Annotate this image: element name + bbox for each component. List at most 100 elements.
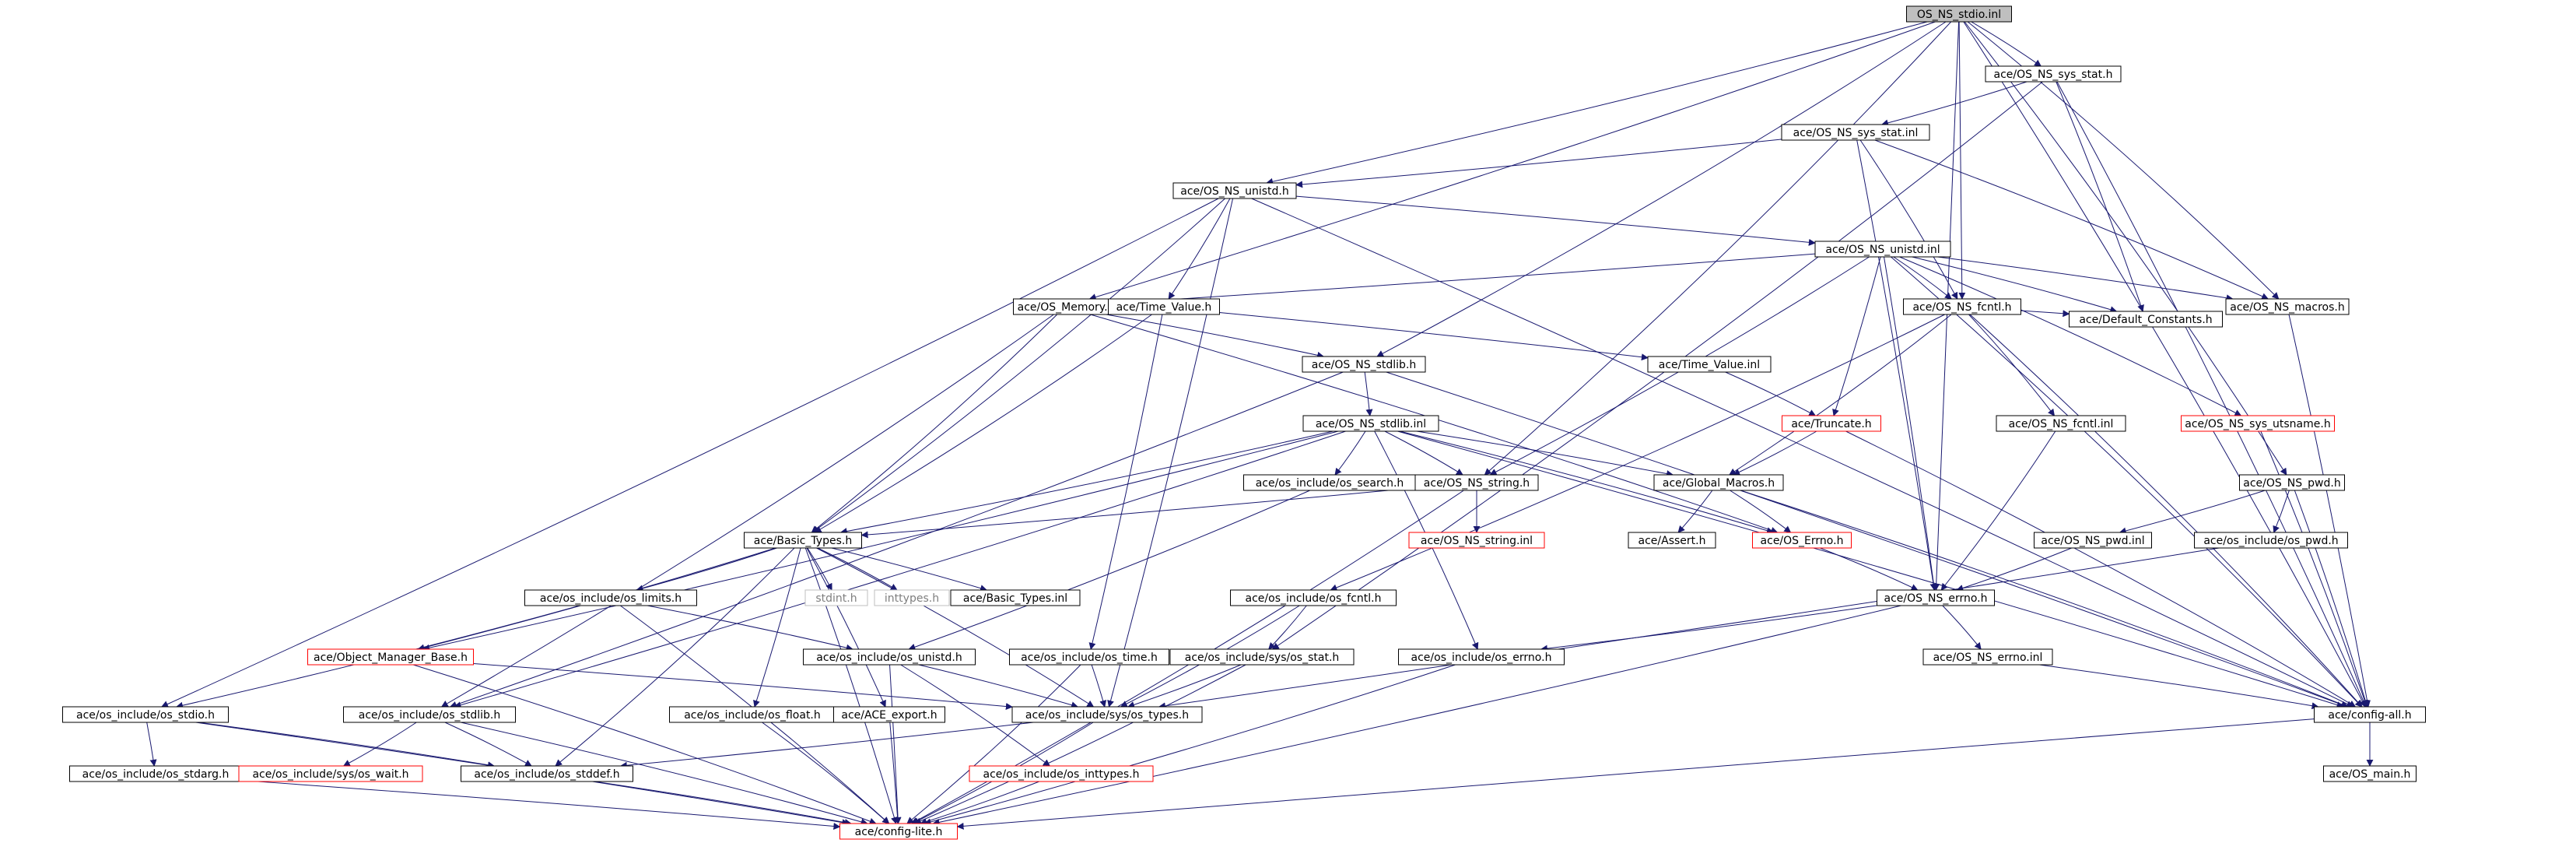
node-os-time-h[interactable]: ace/os_include/os_time.h [1009,648,1169,666]
node-label: stdint.h [815,592,857,605]
node-label: ace/OS_NS_errno.h [1884,592,1987,605]
node-config-all-h[interactable]: ace/config-all.h [2314,706,2426,723]
edge-stdlib-inl-to-global-macros-h [1416,430,1674,477]
node-box [874,589,950,606]
node-box [2181,415,2335,432]
edge-sys-utsname-h-to-config-all-h [2260,430,2368,708]
node-ns-errno-h[interactable]: ace/OS_NS_errno.h [1877,589,1995,606]
node-truncate-h[interactable]: ace/Truncate.h [1782,415,1881,432]
edge-root-to-fcntl-h [1958,21,1966,300]
node-stdlib-inl[interactable]: ace/OS_NS_stdlib.inl [1302,415,1439,432]
edge-ns-errno-h-to-ns-errno-inl [1942,605,1982,650]
edge-obj-mgr-base-h-to-config-lite-h [413,664,877,825]
node-root[interactable]: OS_NS_stdio.inl [1906,5,2012,23]
node-global-macros-h[interactable]: ace/Global_Macros.h [1653,474,1784,491]
node-os-float-h[interactable]: ace/os_include/os_float.h [669,706,836,723]
edge-stdlib-h-to-stdlib-inl [1364,371,1373,416]
node-config-lite-h[interactable]: ace/config-lite.h [839,823,958,840]
node-os-stdarg-h[interactable]: ace/os_include/os_stdarg.h [69,765,242,782]
node-os-sys-stat-h[interactable]: ace/os_include/sys/os_stat.h [1169,648,1355,666]
node-label: ace/os_include/os_stdio.h [76,709,215,722]
node-label: ace/os_include/os_stddef.h [474,768,619,781]
node-os-stdlib-h[interactable]: ace/os_include/os_stdlib.h [343,706,516,723]
node-time-value-inl[interactable]: ace/Time_Value.inl [1647,356,1772,373]
node-box [2034,532,2152,549]
node-memory-h[interactable]: ace/OS_Memory.h [1013,298,1119,315]
node-label: ace/config-all.h [2328,709,2411,722]
edge-pwd-h-to-config-all-h [2294,490,2369,708]
edge-os-unistd-h-to-os-inttypes-h [900,664,1050,767]
edge-fcntl-h-to-global-macros-h [1729,314,1952,476]
node-pwd-inl[interactable]: ace/OS_NS_pwd.inl [2034,532,2152,549]
edge-root-to-config-all-h [1963,21,2366,708]
node-inttypes-h[interactable]: inttypes.h [874,589,950,606]
node-sys-stat-inl[interactable]: ace/OS_NS_sys_stat.inl [1781,124,1930,141]
node-pwd-h[interactable]: ace/OS_NS_pwd.h [2239,474,2345,491]
node-basic-types-inl[interactable]: ace/Basic_Types.inl [950,589,1081,606]
node-stdlib-h[interactable]: ace/OS_NS_stdlib.h [1302,356,1426,373]
node-fcntl-inl[interactable]: ace/OS_NS_fcntl.inl [1996,415,2126,432]
node-box [744,532,862,549]
node-unistd-inl[interactable]: ace/OS_NS_unistd.inl [1814,241,1951,258]
node-unistd-h[interactable]: ace/OS_NS_unistd.h [1172,182,1297,199]
node-time-value-h[interactable]: ace/Time_Value.h [1108,298,1220,315]
node-string-h[interactable]: ace/OS_NS_string.h [1414,474,1539,491]
node-label: ace/OS_NS_stdlib.h [1312,359,1417,371]
node-fcntl-h[interactable]: ace/OS_NS_fcntl.h [1903,298,2021,315]
node-os-pwd-h[interactable]: ace/os_include/os_pwd.h [2194,532,2348,549]
node-box [1108,298,1220,315]
node-label: ace/Basic_Types.h [754,535,852,547]
edge-os-unistd-h-to-os-types-h [918,664,1079,709]
node-sys-utsname-h[interactable]: ace/OS_NS_sys_utsname.h [2181,415,2335,432]
node-label: ace/os_include/os_limits.h [540,592,682,605]
node-box [1906,5,2012,23]
node-label: ace/os_include/os_time.h [1021,652,1158,664]
edge-unistd-h-to-config-all-h [1251,198,2354,708]
edge-os-sys-stat-h-to-os-types-h [1127,664,1242,708]
node-os-main-h[interactable]: ace/OS_main.h [2323,765,2417,782]
node-os-unistd-h[interactable]: ace/os_include/os_unistd.h [803,648,976,666]
node-assert-h[interactable]: ace/Assert.h [1628,532,1716,549]
node-os-errno-h[interactable]: ace/OS_Errno.h [1752,532,1852,549]
node-basic-types-h[interactable]: ace/Basic_Types.h [744,532,862,549]
edge-os-stdarg-h-to-config-lite-h [241,780,841,830]
edge-time-value-h-to-os-time-h [1088,314,1163,650]
node-os-stdio-h[interactable]: ace/os_include/os_stdio.h [62,706,229,723]
edge-unistd-h-to-os-types-h [1107,198,1234,708]
node-os-wait-h[interactable]: ace/os_include/sys/os_wait.h [238,765,423,782]
node-label: ace/OS_Memory.h [1018,301,1115,314]
node-macros-h[interactable]: ace/OS_NS_macros.h [2225,298,2350,315]
node-os-stddef-h[interactable]: ace/os_include/os_stddef.h [461,765,633,782]
node-os-inttypes-h[interactable]: ace/os_include/os_inttypes.h [969,765,1154,782]
node-box [524,589,697,606]
node-stdint-h[interactable]: stdint.h [804,589,868,606]
node-obj-mgr-base-h[interactable]: ace/Object_Manager_Base.h [307,648,474,666]
node-box [1814,241,1951,258]
node-label: ace/os_include/os_stdarg.h [82,768,230,781]
node-ace-export-h[interactable]: ace/ACE_export.h [833,706,945,723]
node-ns-errno-inl[interactable]: ace/OS_NS_errno.inl [1922,648,2053,666]
edge-os-sys-stat-h-to-config-lite-h [914,664,1246,824]
node-label: ace/OS_NS_string.inl [1421,535,1533,547]
node-default-constants[interactable]: ace/Default_Constants.h [2069,311,2223,328]
node-os-types-h[interactable]: ace/os_include/sys/os_types.h [1011,706,1203,723]
node-os-errno-inc-h[interactable]: ace/os_include/os_errno.h [1398,648,1565,666]
node-box [1230,589,1397,606]
edge-memory-h-to-basic-types-h [811,314,1058,533]
node-sys-stat-h[interactable]: ace/OS_NS_sys_stat.h [1985,65,2122,83]
node-os-search-h[interactable]: ace/os_include/os_search.h [1243,474,1416,491]
node-string-inl[interactable]: ace/OS_NS_string.inl [1408,532,1545,549]
node-box [62,706,229,723]
node-label: ace/OS_NS_unistd.h [1180,185,1289,198]
node-box [1903,298,2021,315]
node-label: OS_NS_stdio.inl [1917,9,2001,21]
node-os-limits-h[interactable]: ace/os_include/os_limits.h [524,589,697,606]
edge-obj-mgr-base-h-to-os-types-h [473,663,1013,710]
node-label: ace/OS_Errno.h [1761,535,1844,547]
edge-unistd-inl-to-truncate-h [1832,256,1881,416]
node-os-fcntl-h[interactable]: ace/os_include/os_fcntl.h [1230,589,1397,606]
edge-sys-stat-h-to-config-all-h [2056,81,2367,708]
node-label: ace/OS_NS_fcntl.inl [2009,418,2114,430]
